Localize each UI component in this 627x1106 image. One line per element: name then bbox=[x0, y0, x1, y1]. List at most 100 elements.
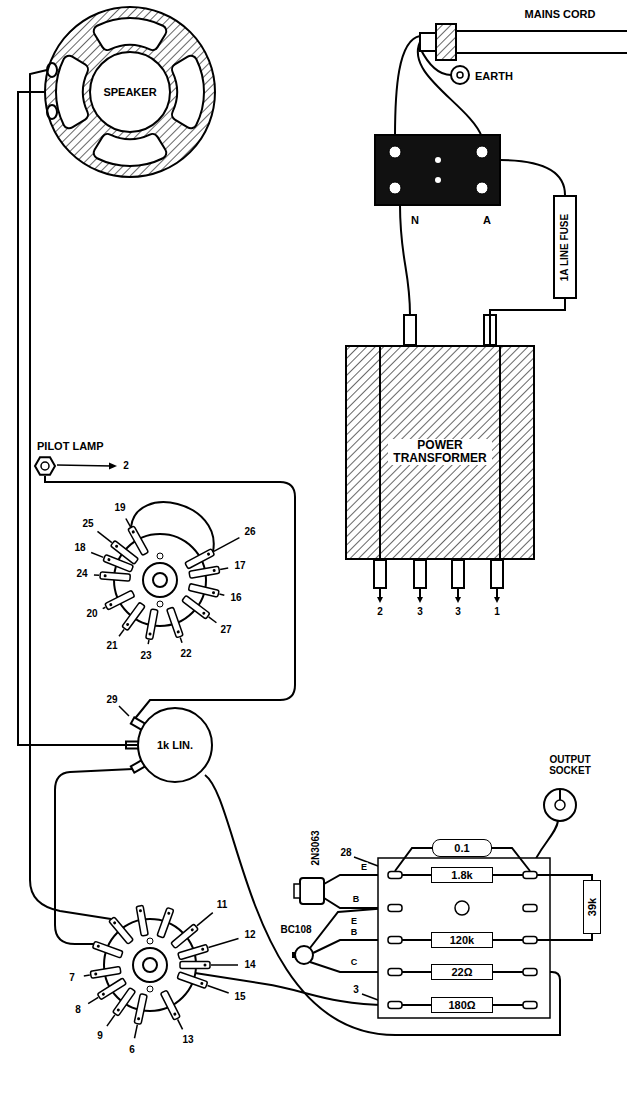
leader-line bbox=[107, 1015, 115, 1026]
rotary-switch bbox=[147, 986, 153, 992]
leader-line bbox=[209, 617, 217, 623]
transformer-lead bbox=[494, 597, 500, 603]
output-socket bbox=[544, 789, 576, 821]
rotary-switch bbox=[133, 948, 167, 982]
callout-number: 13 bbox=[181, 1035, 194, 1045]
switch-lug bbox=[116, 602, 145, 638]
pilot-lamp bbox=[109, 463, 117, 470]
transistor-symbol bbox=[294, 884, 300, 898]
switch-lug bbox=[94, 972, 97, 975]
callout-number: 16 bbox=[229, 593, 242, 603]
pilot-lamp bbox=[41, 462, 49, 470]
switch-lug bbox=[113, 988, 136, 1017]
hookup-wire bbox=[195, 973, 388, 1005]
tag-board bbox=[523, 905, 537, 912]
earth-tag bbox=[451, 66, 469, 84]
switch-lug bbox=[137, 1017, 141, 1021]
pin-label: C bbox=[350, 958, 359, 967]
switch-lug bbox=[101, 590, 135, 611]
rotary-switch bbox=[90, 517, 241, 645]
hookup-wire bbox=[490, 299, 565, 345]
hookup-wire bbox=[30, 70, 111, 919]
tag-board bbox=[378, 848, 592, 1018]
terminal-label: A bbox=[482, 215, 492, 226]
mains-cord bbox=[420, 24, 627, 60]
hookup-wire bbox=[45, 476, 295, 721]
node-text: SPEAKER bbox=[101, 85, 158, 99]
leader-line bbox=[103, 607, 106, 608]
rotary-switch bbox=[143, 958, 157, 972]
transformer-lead bbox=[417, 597, 423, 603]
transformer-box: POWER TRANSFORMER bbox=[345, 345, 535, 560]
tag-board bbox=[523, 969, 537, 976]
rotary-switch bbox=[83, 905, 239, 1039]
callout-number: 17 bbox=[233, 561, 246, 571]
switch-lug bbox=[100, 572, 130, 581]
switch-lug bbox=[180, 962, 210, 969]
switch-lug bbox=[204, 964, 207, 967]
callout-number: 23 bbox=[139, 651, 152, 661]
switch-lug bbox=[104, 988, 136, 1029]
switch-lug bbox=[160, 990, 180, 1020]
terminal-label: N bbox=[410, 215, 420, 226]
callout-number: 28 bbox=[339, 848, 352, 858]
switch-lug bbox=[212, 569, 215, 572]
switch-lug bbox=[182, 595, 219, 625]
tag-board bbox=[523, 1002, 537, 1009]
node-text: 22Ω bbox=[449, 966, 474, 978]
node-text: POWER TRANSFORMER bbox=[388, 439, 492, 465]
switch-lug bbox=[136, 905, 148, 936]
switch-lug bbox=[148, 632, 151, 635]
node-text: 1A LINE FUSE bbox=[560, 211, 571, 282]
terminal-block bbox=[435, 157, 441, 163]
hookup-wire bbox=[131, 502, 214, 552]
switch-lug bbox=[188, 584, 225, 599]
speaker-drawing bbox=[47, 63, 57, 77]
leader-line bbox=[147, 640, 149, 644]
rotary-switch bbox=[83, 502, 241, 1039]
callout-number: 2 bbox=[376, 607, 384, 617]
hookup-wire bbox=[18, 92, 137, 745]
callout-number: 15 bbox=[233, 992, 246, 1002]
leader-line bbox=[119, 706, 129, 716]
switch-lug bbox=[167, 607, 186, 644]
callout-number: 7 bbox=[68, 973, 76, 983]
pin-label: B bbox=[350, 928, 359, 937]
node-text: 120k bbox=[448, 934, 476, 946]
switch-lug bbox=[176, 630, 180, 634]
switch-lug bbox=[90, 966, 121, 978]
switch-lug bbox=[134, 994, 147, 1025]
switch-lug bbox=[83, 966, 121, 979]
switch-lug bbox=[180, 962, 238, 969]
mains-cord bbox=[420, 33, 436, 51]
callout-number: 26 bbox=[243, 527, 256, 537]
switch-lug bbox=[182, 595, 210, 619]
speaker-drawing bbox=[45, 7, 215, 177]
leader-line bbox=[119, 706, 386, 1003]
transformer-drawing bbox=[345, 345, 535, 560]
callout-number: 19 bbox=[113, 503, 126, 513]
switch-lug bbox=[113, 921, 117, 925]
switch-lug bbox=[103, 554, 133, 572]
earth-tag bbox=[451, 66, 469, 84]
tag-board bbox=[388, 872, 537, 1009]
speaker-drawing bbox=[90, 52, 170, 132]
callout-number: 1 bbox=[493, 607, 501, 617]
callout-number: 21 bbox=[105, 641, 118, 651]
switch-lug bbox=[202, 611, 206, 615]
transformer-lead bbox=[374, 560, 386, 588]
transistor-symbol bbox=[295, 946, 313, 964]
switch-lug bbox=[128, 526, 149, 556]
resistor-symbol: 1.8k bbox=[431, 867, 493, 883]
part-label: EARTH bbox=[474, 71, 514, 82]
switch-lug bbox=[90, 549, 134, 572]
leader-line bbox=[91, 552, 103, 557]
transformer-lead bbox=[414, 560, 426, 588]
pin-label: E bbox=[360, 863, 368, 872]
transformer-lead bbox=[491, 560, 503, 588]
resistor-symbol: 180Ω bbox=[431, 997, 493, 1013]
part-label: OUTPUT SOCKET bbox=[537, 754, 603, 776]
switch-lug bbox=[109, 917, 134, 944]
leader-line bbox=[180, 638, 182, 643]
tag-board bbox=[402, 875, 523, 1005]
